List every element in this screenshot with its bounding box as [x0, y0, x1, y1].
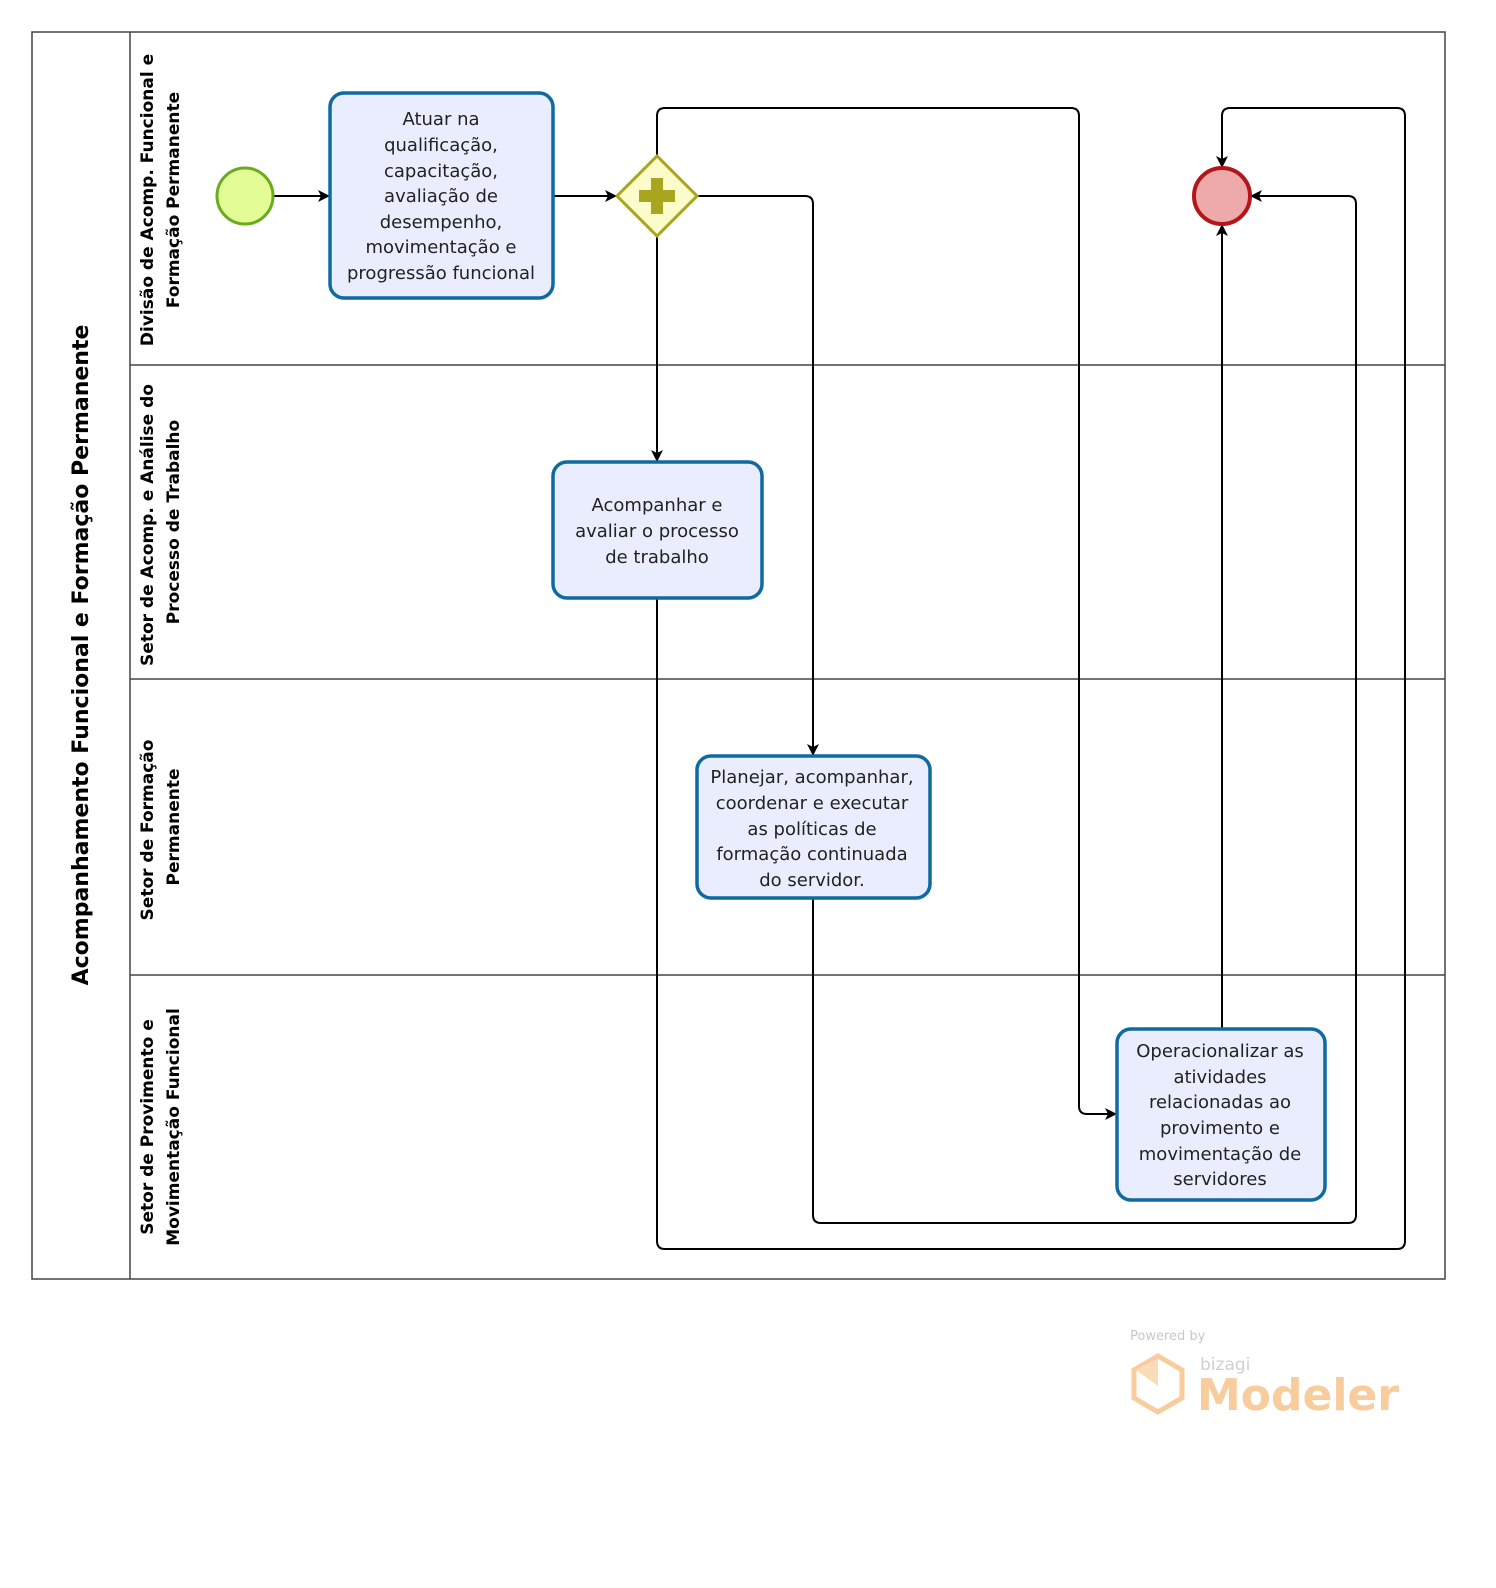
- task-text-line: Atuar na: [402, 109, 479, 130]
- task-text-line: avaliação de: [384, 186, 498, 207]
- task-text-line: avaliar o processo: [575, 521, 739, 542]
- watermark-brand: bizagi: [1200, 1355, 1250, 1375]
- end-event[interactable]: [1192, 166, 1252, 226]
- task-text-line: Operacionalizar as: [1136, 1041, 1303, 1062]
- bizagi-logo-icon: [1131, 1353, 1185, 1415]
- task-text-line: movimentação e: [365, 237, 516, 258]
- sequence-flows: [273, 107, 1406, 1250]
- watermark-product: Modeler: [1197, 1370, 1399, 1421]
- parallel-gateway[interactable]: [614, 153, 700, 239]
- task-text-line: desempenho,: [380, 212, 503, 233]
- task-operacionalizar-provimento[interactable]: Operacionalizar as atividades relacionad…: [1115, 1027, 1327, 1202]
- flow-task2-to-end[interactable]: [656, 107, 1406, 1250]
- lane-setor-acomp-analise: Setor de Acomp. e Análise do Processo de…: [138, 384, 184, 666]
- flow-task3-to-end[interactable]: [812, 190, 1357, 1224]
- plus-icon: [639, 178, 675, 214]
- bizagi-watermark: Powered by bizagi Modeler: [1130, 1329, 1399, 1421]
- lane-label: Permanente: [164, 769, 184, 886]
- lanes: Divisão de Acomp. Funcional e Formação P…: [130, 54, 1445, 1246]
- task-text-line: movimentação de: [1139, 1144, 1301, 1165]
- flow-gateway-to-task4[interactable]: [656, 107, 1117, 1120]
- lane-label: Divisão de Acomp. Funcional e: [138, 54, 158, 346]
- lane-label: Setor de Provimento e: [138, 1019, 158, 1235]
- task-text-line: formação continuada: [716, 844, 907, 865]
- task-text-line: progressão funcional: [347, 263, 535, 284]
- start-event[interactable]: [215, 166, 275, 226]
- lane-label: Setor de Acomp. e Análise do: [138, 384, 158, 666]
- task-text-line: atividades: [1173, 1067, 1266, 1088]
- lane-label: Formação Permanente: [164, 92, 184, 308]
- task-planejar-formacao[interactable]: Planejar, acompanhar, coordenar e execut…: [695, 754, 932, 900]
- task-text-line: do servidor.: [759, 870, 865, 891]
- lane-label: Setor de Formação: [138, 740, 158, 921]
- task-text-line: provimento e: [1160, 1118, 1280, 1139]
- task-text-line: as políticas de: [747, 819, 876, 840]
- flow-gateway-to-task3[interactable]: [697, 195, 819, 756]
- pool-title: Acompanhamento Funcional e Formação Perm…: [69, 325, 94, 986]
- lane-divisao-acomp: Divisão de Acomp. Funcional e Formação P…: [138, 54, 184, 346]
- task-text-line: coordenar e executar: [716, 793, 909, 814]
- lane-label: Processo de Trabalho: [164, 420, 184, 624]
- task-text-line: capacitação,: [384, 161, 498, 182]
- lane-setor-provimento: Setor de Provimento e Movimentação Funci…: [138, 1008, 184, 1246]
- lane-setor-formacao: Setor de Formação Permanente: [138, 740, 184, 921]
- task-text-line: Acompanhar e: [592, 495, 723, 516]
- lane-label: Movimentação Funcional: [164, 1008, 184, 1246]
- watermark-powered-by: Powered by: [1130, 1329, 1206, 1344]
- task-atuar-qualificacao[interactable]: Atuar na qualificação, capacitação, aval…: [328, 91, 555, 300]
- task-text-line: de trabalho: [605, 547, 709, 568]
- task-text-line: servidores: [1173, 1169, 1266, 1190]
- task-text-line: qualificação,: [384, 135, 498, 156]
- task-acompanhar-avaliar[interactable]: Acompanhar e avaliar o processo de traba…: [551, 460, 764, 600]
- task-text-line: relacionadas ao: [1149, 1092, 1291, 1113]
- task-text-line: Planejar, acompanhar,: [710, 767, 913, 788]
